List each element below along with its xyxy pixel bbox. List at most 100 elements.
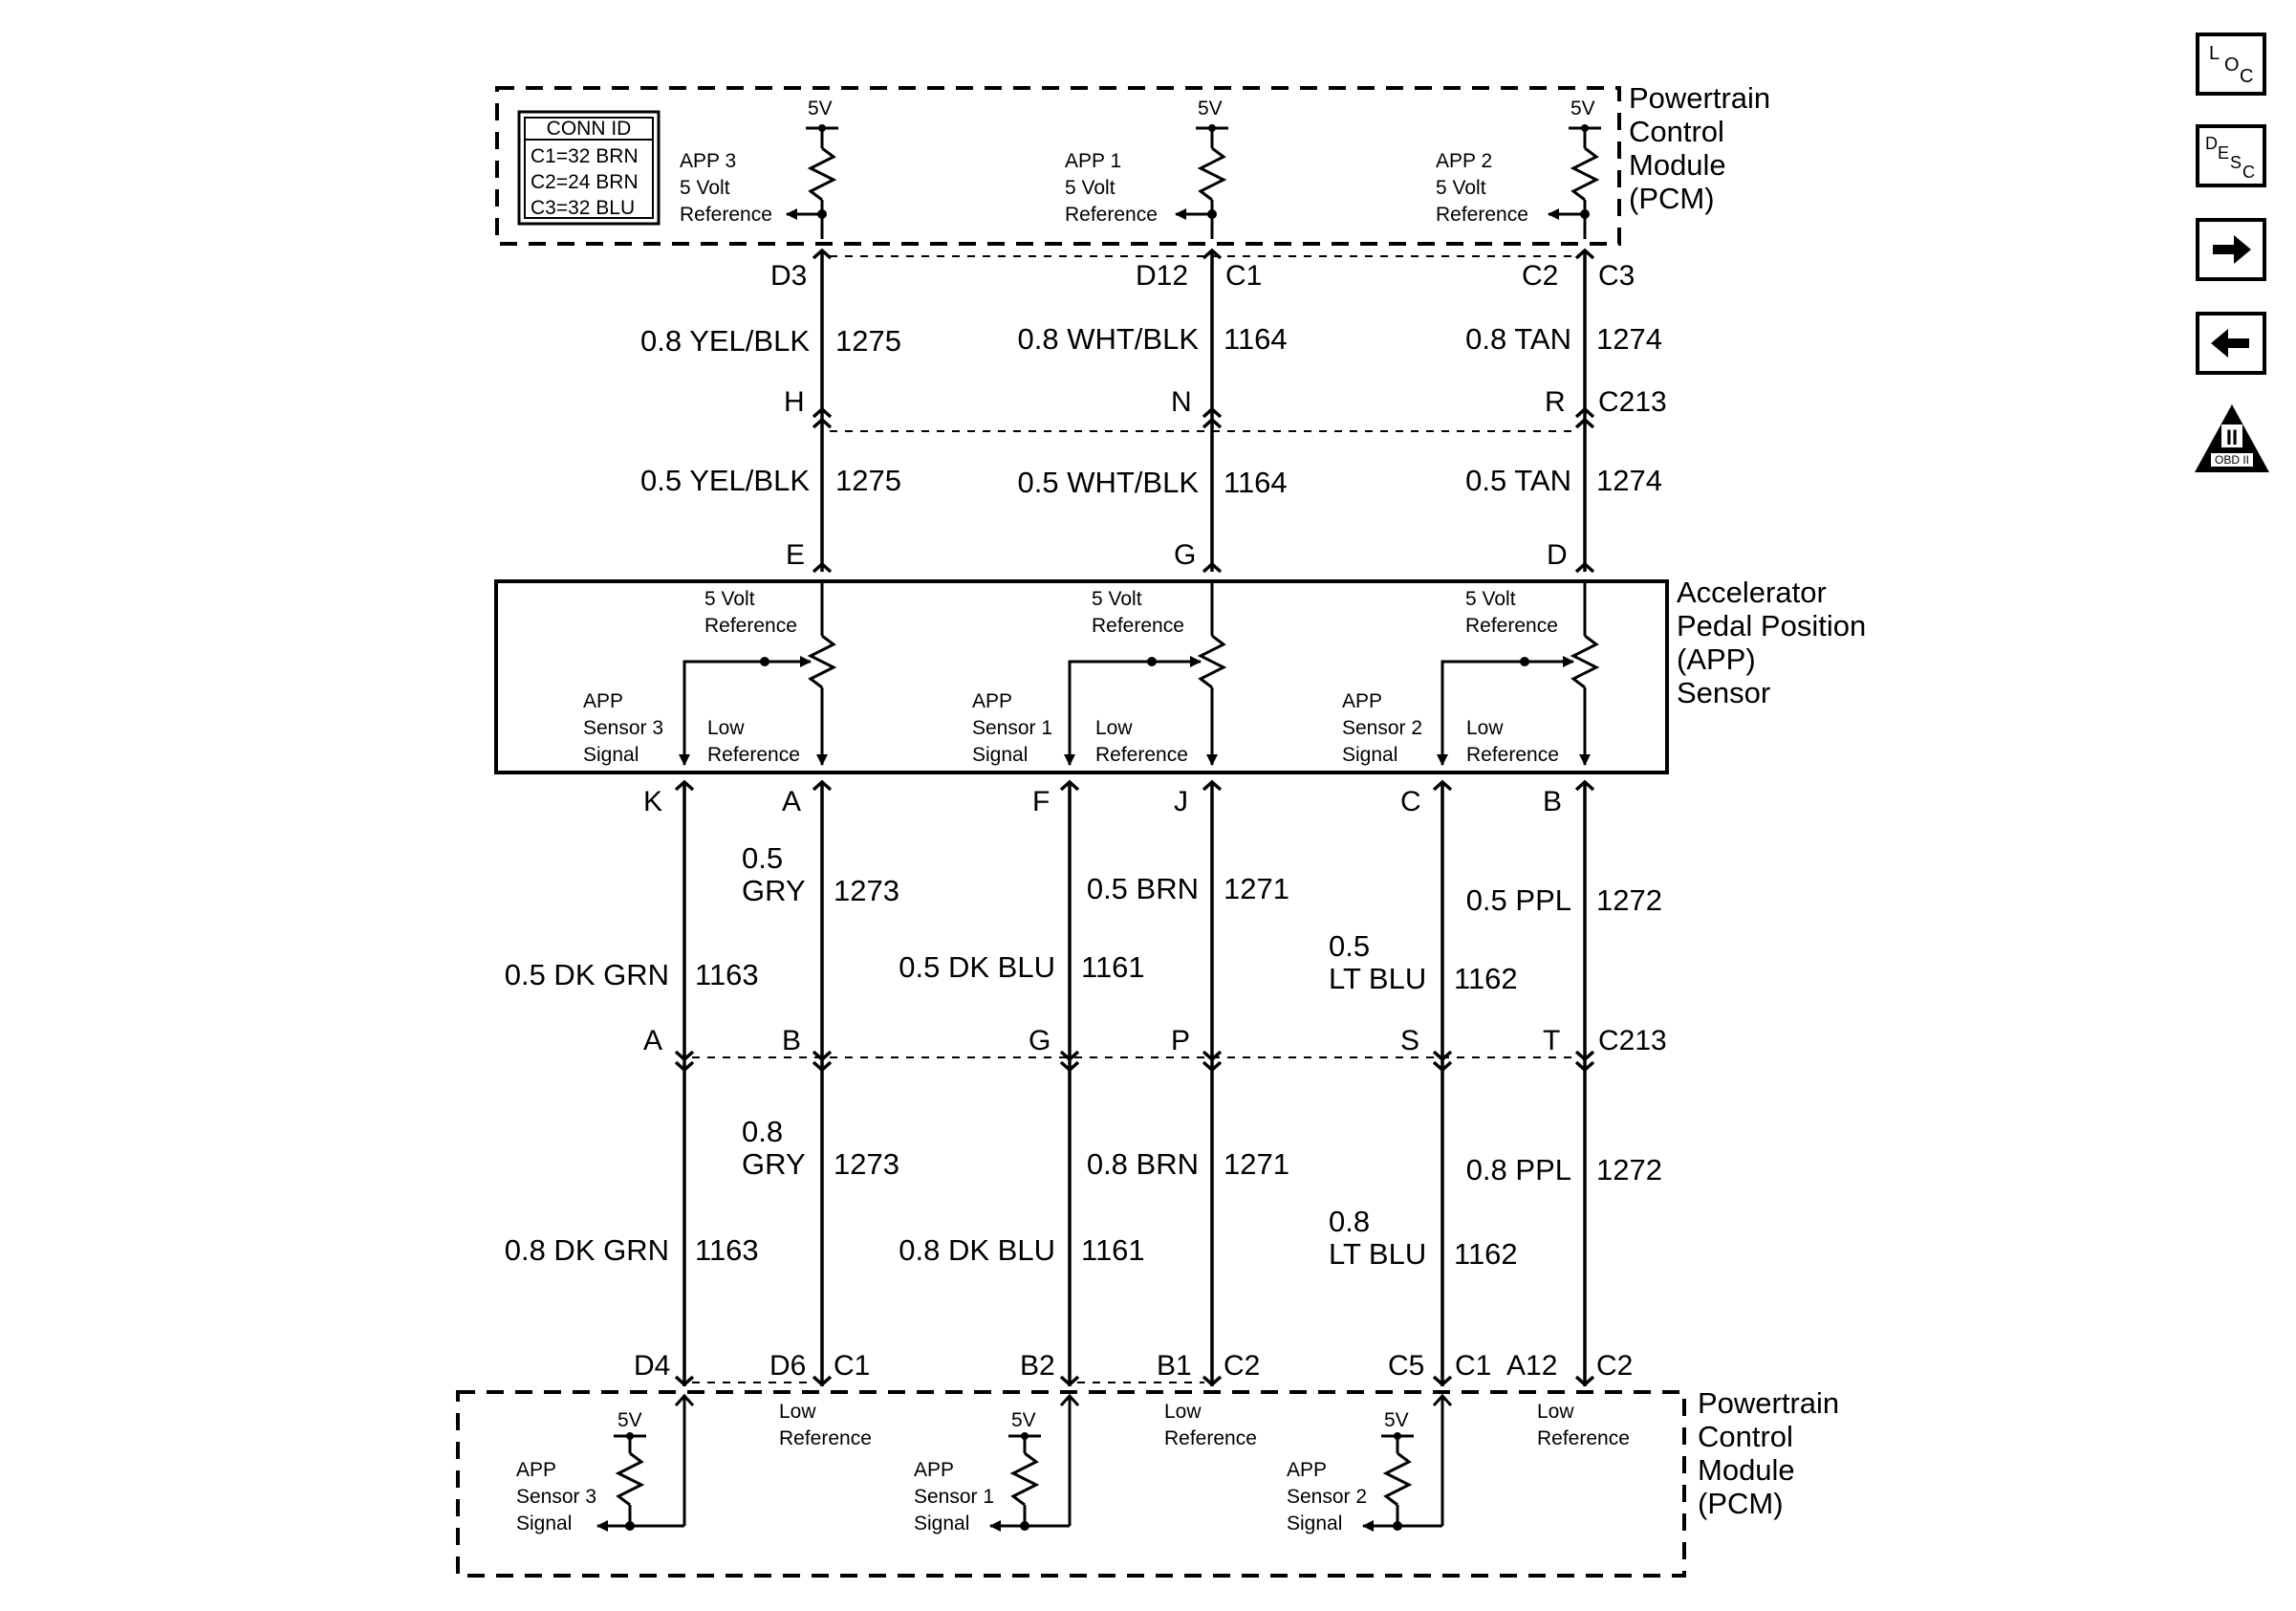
bottom-pcm-label-line3: Module	[1698, 1453, 1795, 1487]
five-volt-label: 5V	[1198, 98, 1223, 120]
wire-spec-1161-bottom: 0.8 DK BLU	[899, 1233, 1055, 1267]
pcm-app2-signal-line1: APP	[1287, 1459, 1327, 1481]
top-pcm-app1-reference: 5V APP 1 5 Volt Reference	[1065, 98, 1228, 239]
circuit-1274-middle: 1274	[1596, 464, 1662, 497]
app-label-line1: Accelerator	[1677, 576, 1827, 609]
circuit-1273-bottom: 1273	[834, 1147, 899, 1181]
circuit-1162-lower: 1162	[1454, 962, 1518, 995]
five-volt-label: 5V	[1570, 98, 1595, 120]
circuit-1271-lower: 1271	[1224, 872, 1289, 905]
sensor-pin-a: A	[782, 786, 801, 817]
pin-c2-app1: C2	[1224, 1350, 1260, 1382]
previous-page-button[interactable]	[2196, 312, 2266, 375]
c213-pin-g: G	[1029, 1025, 1051, 1056]
five-volt-label: 5V	[808, 98, 833, 120]
c213-pin-n: N	[1171, 386, 1192, 418]
junction-dot	[1020, 1521, 1029, 1531]
c213-upper-label: C213	[1598, 386, 1667, 418]
sensor-pin-e: E	[786, 539, 805, 571]
app-label-line2: Pedal Position	[1677, 609, 1866, 642]
top-pcm-app3-reference: 5V APP 3 5 Volt Reference	[680, 98, 838, 239]
circuit-1164-upper: 1164	[1224, 322, 1288, 356]
wire-spec-1275-upper: 0.8 YEL/BLK	[640, 324, 810, 358]
sensor1-low-line1: Low	[1095, 717, 1133, 739]
app1-ref-line3: Reference	[1065, 204, 1158, 226]
five-volt-label: 5V	[617, 1409, 642, 1431]
junction-dot	[1393, 1521, 1402, 1531]
arrow-up-icon	[674, 1393, 695, 1407]
c213-pin-h: H	[784, 386, 805, 418]
circuit-1275-middle: 1275	[835, 464, 901, 497]
sensor2-signal-line2: Sensor 2	[1342, 717, 1422, 739]
top-pcm-label: Powertrain Control Module (PCM)	[1629, 81, 1770, 215]
description-button[interactable]: D E S C	[2196, 124, 2266, 187]
app-sensor-2-circuit	[1437, 583, 1600, 766]
c213-pin-t: T	[1543, 1025, 1560, 1056]
pcm-app1-signal-line3: Signal	[914, 1513, 969, 1535]
bottom-pcm-boundary	[456, 1390, 1686, 1578]
wire-spec-1163-bottom: 0.8 DK GRN	[505, 1233, 669, 1267]
sensor3-signal-line3: Signal	[583, 744, 639, 766]
wire-spec-1162-lower-gauge: 0.5	[1329, 929, 1370, 963]
circuit-1272-bottom: 1272	[1596, 1153, 1662, 1186]
wire-spec-1272-lower: 0.5 PPL	[1466, 883, 1571, 917]
wire-spec-1275-middle: 0.5 YEL/BLK	[640, 464, 810, 497]
next-page-button[interactable]	[2196, 218, 2266, 281]
app2-ref-line2: 5 Volt	[1436, 177, 1486, 199]
top-pcm-label-line1: Powertrain	[1629, 81, 1770, 115]
sensor2-low-line1: Low	[1466, 717, 1504, 739]
app3-ref-name: APP 3	[680, 150, 736, 172]
sensor-pin-j: J	[1174, 786, 1188, 817]
circuit-1161-lower: 1161	[1081, 950, 1145, 984]
sensor-pin-c: C	[1400, 786, 1421, 817]
wire-spec-1274-middle: 0.5 TAN	[1465, 464, 1571, 497]
pin-b1: B1	[1157, 1350, 1192, 1382]
loc-letter-l: L	[2209, 43, 2220, 64]
conn-id-table: CONN ID C1=32 BRN C2=24 BRN C3=32 BLU	[517, 110, 661, 226]
pin-b2: B2	[1020, 1350, 1055, 1382]
top-pcm-label-line2: Control	[1629, 115, 1724, 148]
loc-letter-o: O	[2224, 54, 2240, 76]
junction-dot	[1394, 1432, 1401, 1440]
app-sensor-boundary	[494, 579, 1669, 774]
desc-letter-e: E	[2218, 143, 2229, 163]
app-sensor-1-circuit	[1064, 583, 1227, 766]
obd-ii-icon: II OBD II	[2195, 404, 2269, 472]
pin-c2: C2	[1522, 260, 1558, 292]
pcm-app3-low-line2: Reference	[779, 1427, 872, 1449]
app-label-line4: Sensor	[1677, 676, 1770, 709]
sensor1-ref-line1: 5 Volt	[1092, 588, 1142, 610]
bottom-pcm-label-line2: Control	[1698, 1420, 1793, 1453]
obd-ii-button[interactable]: II OBD II	[2192, 402, 2272, 476]
pin-a12: A12	[1506, 1350, 1557, 1382]
five-volt-label: 5V	[1384, 1409, 1409, 1431]
app2-ref-name: APP 2	[1436, 150, 1492, 172]
sensor3-signal-line2: Sensor 3	[583, 717, 663, 739]
wire-spec-1164-upper: 0.8 WHT/BLK	[1018, 322, 1200, 356]
top-pcm-app2-reference: 5V APP 2 5 Volt Reference	[1436, 98, 1601, 239]
pin-c3: C3	[1598, 260, 1635, 292]
reference-wires	[812, 248, 1595, 574]
sensor-pin-g: G	[1174, 539, 1196, 571]
pcm-app1-signal-line1: APP	[914, 1459, 954, 1481]
loc-icon: L O C	[2209, 43, 2253, 87]
circuit-1163-lower: 1163	[695, 958, 759, 991]
loc-letter-c: C	[2240, 66, 2253, 87]
pin-d4: D4	[634, 1350, 670, 1382]
arrow-right-icon	[2213, 235, 2251, 264]
pcm-app3-signal-line1: APP	[516, 1459, 556, 1481]
location-button[interactable]: L O C	[2196, 33, 2266, 96]
sensor1-low-line2: Reference	[1095, 744, 1188, 766]
circuit-1164-middle: 1164	[1224, 466, 1288, 499]
pcm-app3-low-line1: Low	[779, 1401, 816, 1423]
desc-letter-c: C	[2242, 163, 2255, 182]
sensor2-low-line2: Reference	[1466, 744, 1559, 766]
junction-dot	[625, 1521, 635, 1531]
pin-c1-app3: C1	[834, 1350, 870, 1382]
arrow-up-icon	[1059, 1393, 1080, 1407]
circuit-1161-bottom: 1161	[1081, 1233, 1145, 1267]
pcm-app1-low-line2: Reference	[1164, 1427, 1257, 1449]
sensor3-ref-line2: Reference	[704, 615, 797, 637]
wire-spec-1273-lower-color: GRY	[742, 874, 806, 907]
app-label-line3: (APP)	[1677, 642, 1756, 676]
